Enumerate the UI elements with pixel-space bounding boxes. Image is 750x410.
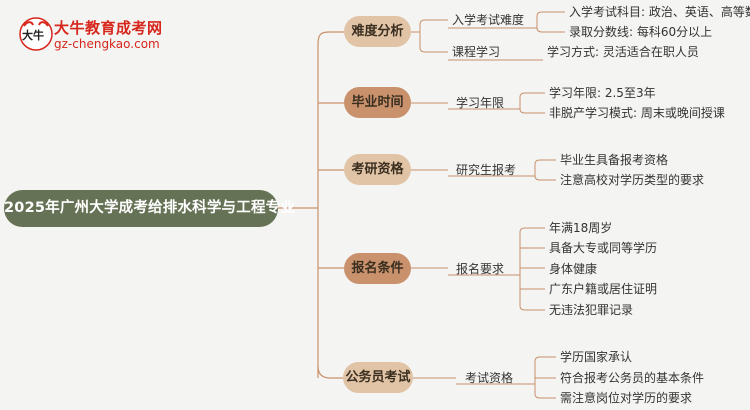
sub-exam-qualification[interactable]: 考试资格	[465, 371, 514, 385]
bull-logo-icon	[19, 17, 53, 51]
logo-url[interactable]: gz-chengkao.com	[54, 37, 160, 51]
leaf-position-requirement[interactable]: 需注意岗位对学历的要求	[560, 391, 693, 405]
root-node[interactable]: 2025年广州大学成考给排水科学与工程专业	[4, 190, 295, 227]
leaf-degree-type-note[interactable]: 注意高校对学历类型的要求	[560, 173, 705, 187]
leaf-residency[interactable]: 广东户籍或居住证明	[549, 282, 658, 296]
branch-link-5	[317, 365, 344, 379]
leaf-age[interactable]: 年满18周岁	[549, 221, 613, 235]
branch-postgrad-eligibility[interactable]: 考研资格	[344, 154, 411, 185]
sub-course-study[interactable]: 课程学习	[452, 45, 501, 59]
branch-civil-service-exam[interactable]: 公务员考试	[343, 362, 413, 393]
sub-application-requirements[interactable]: 报名要求	[456, 262, 505, 276]
leaf-no-criminal-record[interactable]: 无违法犯罪记录	[549, 303, 634, 317]
logo-brand[interactable]: 大牛教育成考网	[54, 19, 163, 37]
branch-graduation-time[interactable]: 毕业时间	[344, 87, 411, 118]
leaf-education[interactable]: 具备大专或同等学历	[549, 241, 658, 255]
leaf-recognized-degree[interactable]: 学历国家承认	[560, 350, 633, 364]
sub-postgrad-exam[interactable]: 研究生报考	[456, 163, 517, 177]
logo-mark-text: 大牛	[22, 29, 44, 42]
leaf-health[interactable]: 身体健康	[549, 262, 598, 276]
sub-entrance-difficulty[interactable]: 入学考试难度	[452, 13, 525, 27]
branch-spine	[317, 31, 344, 378]
leaf-graduate-eligible[interactable]: 毕业生具备报考资格	[560, 153, 669, 167]
sub-study-duration[interactable]: 学习年限	[456, 96, 505, 110]
leaf-basic-conditions[interactable]: 符合报考公务员的基本条件	[560, 371, 705, 385]
logo: 大牛	[18, 16, 54, 52]
leaf-score-line[interactable]: 录取分数线: 每科60分以上	[569, 25, 713, 39]
branch-application-conditions[interactable]: 报名条件	[344, 253, 411, 284]
leaf-duration-years[interactable]: 学习年限: 2.5至3年	[549, 86, 656, 100]
branch-difficulty[interactable]: 难度分析	[344, 16, 411, 47]
leaf-part-time-mode[interactable]: 非脱产学习模式: 周末或晚间授课	[549, 106, 725, 120]
leaf-study-method[interactable]: 学习方式: 灵活适合在职人员	[547, 45, 699, 59]
leaf-exam-subjects[interactable]: 入学考试科目: 政治、英语、高等数学	[569, 5, 750, 19]
